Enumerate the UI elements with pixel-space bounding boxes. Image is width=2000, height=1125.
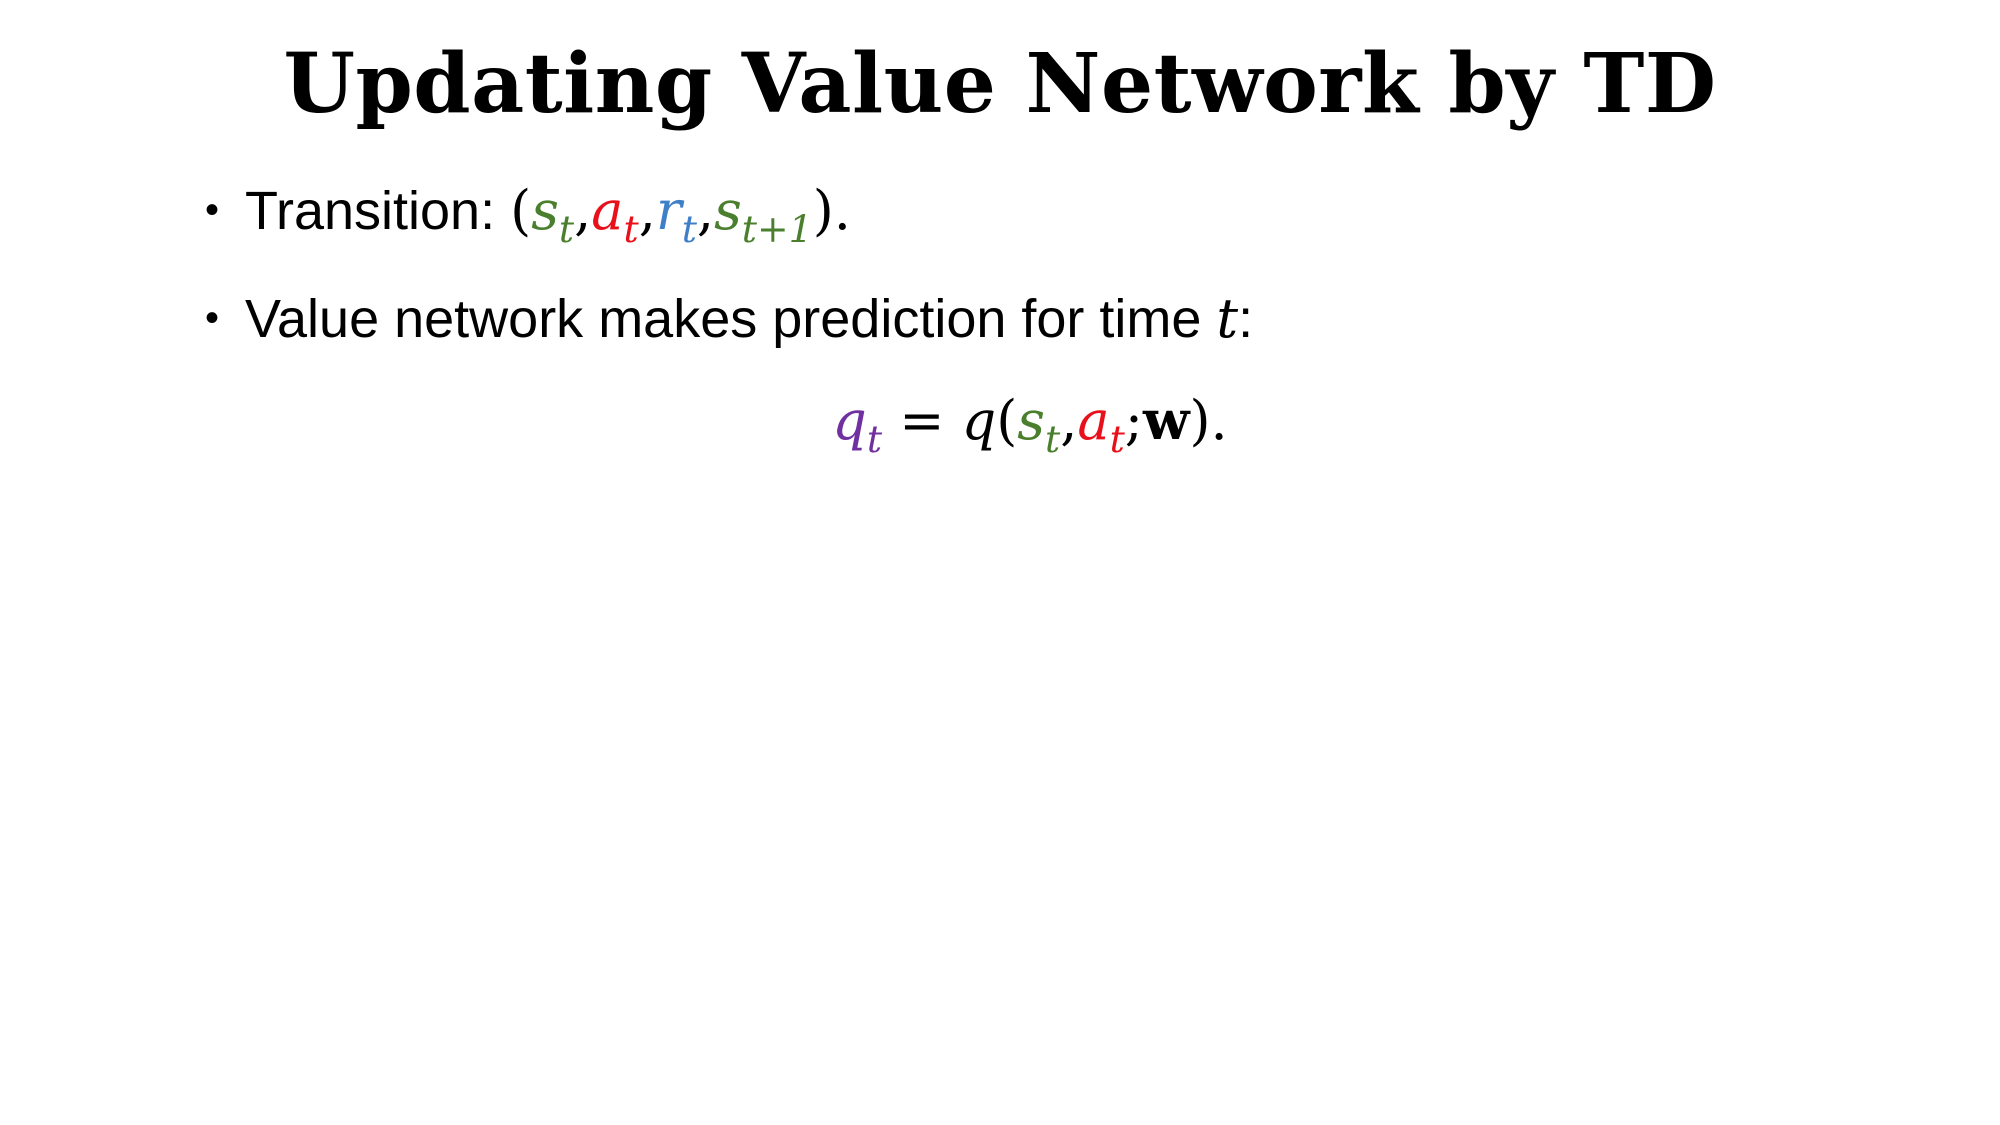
bullet-prediction: • Value network makes prediction for time… [205, 286, 1253, 351]
action-sub: t [623, 207, 639, 252]
comma: , [574, 179, 592, 242]
eq-paren-open: ( [996, 389, 1018, 452]
time-var: t [1216, 287, 1239, 350]
prediction-equation: qt = q(st,at;w). [0, 388, 2000, 458]
paren-open: ( [510, 179, 532, 242]
eq-state-sub: t [1045, 417, 1061, 462]
equals-sign: = [882, 389, 962, 452]
comma: , [638, 179, 656, 242]
eq-comma: , [1060, 389, 1078, 452]
eq-paren-close: ). [1189, 389, 1228, 452]
colon: : [1238, 289, 1254, 349]
slide-title: Updating Value Network by TD [283, 36, 1717, 132]
eq-action-sub: t [1109, 417, 1125, 462]
eq-action-base: a [1077, 389, 1110, 452]
bullet-transition: •Transition: (st,at,rt,st+1). [205, 178, 851, 248]
q-base: q [832, 389, 867, 452]
reward-base: r [655, 179, 682, 242]
eq-action-var: at [1077, 389, 1124, 458]
weights-param: w [1142, 388, 1190, 452]
state-base: s [531, 179, 559, 242]
q-t-lhs: qt [832, 389, 882, 458]
state-sub: t [558, 207, 575, 252]
action-base: a [591, 179, 624, 242]
prediction-label: Value network makes prediction for time [245, 289, 1217, 349]
q-function: q [961, 389, 997, 452]
eq-state-var: st [1017, 389, 1060, 458]
bullet-dot: • [205, 188, 220, 232]
action-var: at [591, 179, 638, 248]
paren-close: ). [812, 179, 851, 242]
next-state-var: st+1 [714, 179, 813, 248]
q-sub: t [866, 417, 883, 462]
state-var: st [531, 179, 574, 248]
next-state-base: s [714, 179, 742, 242]
reward-sub: t [681, 207, 697, 252]
eq-state-base: s [1017, 389, 1045, 452]
eq-semicolon: ; [1124, 389, 1143, 452]
next-state-sub: t+1 [741, 207, 813, 252]
bullet-dot: • [205, 296, 220, 340]
transition-label: Transition: [245, 181, 511, 241]
reward-var: rt [655, 179, 697, 248]
comma: , [696, 179, 715, 242]
